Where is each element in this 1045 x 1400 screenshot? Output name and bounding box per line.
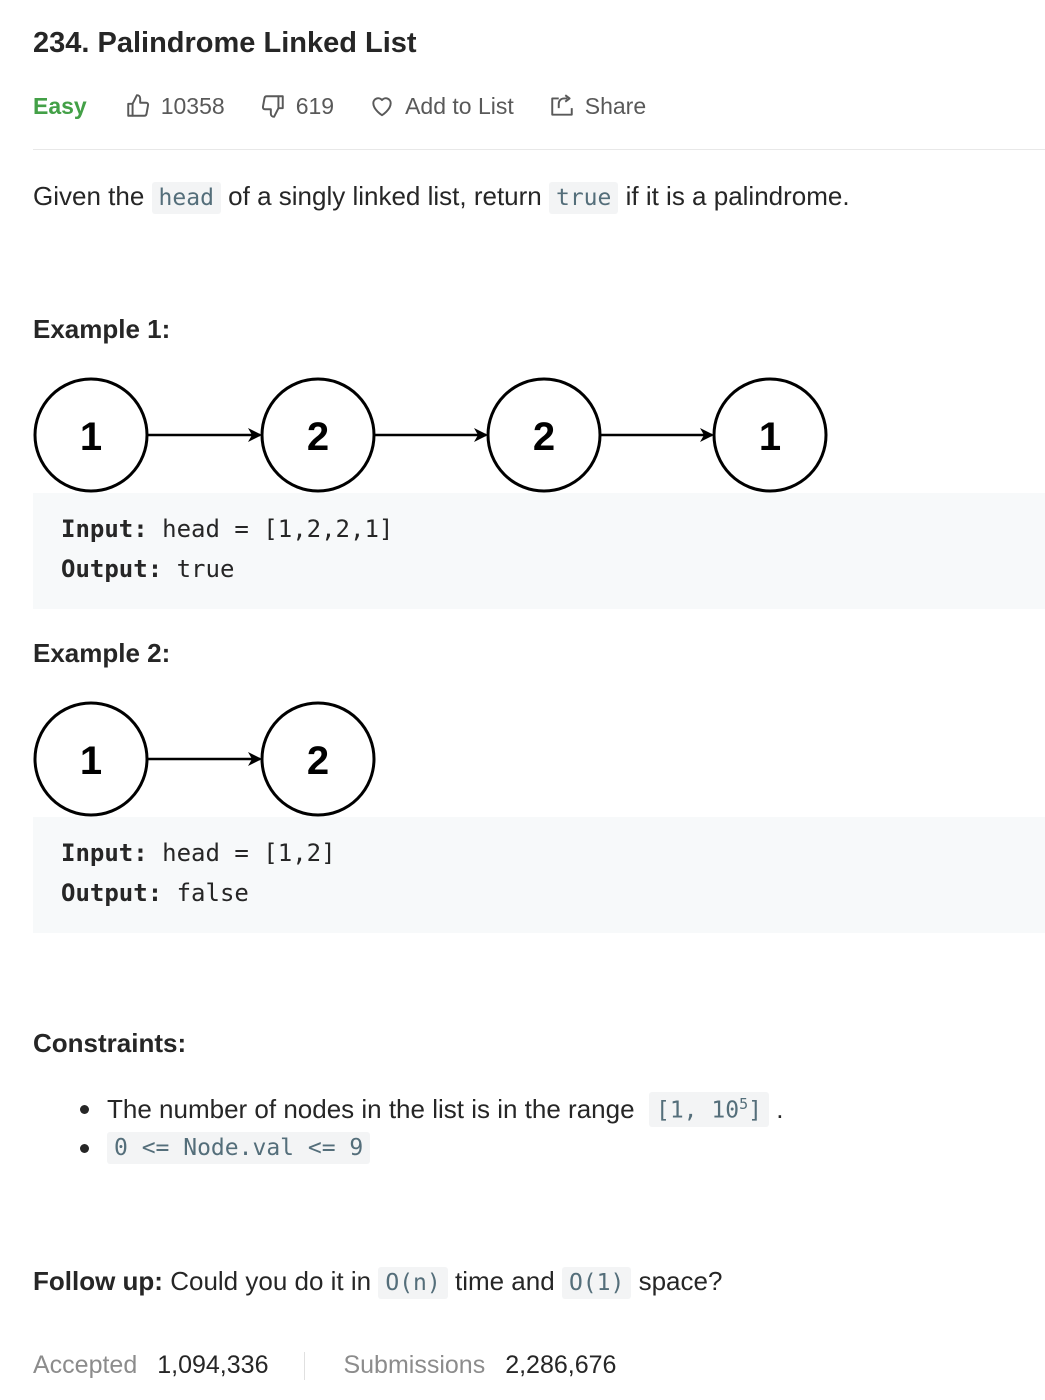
stats-divider — [304, 1351, 306, 1380]
example-1-output-line: Output: true — [61, 555, 235, 583]
problem-title: 234. Palindrome Linked List — [33, 27, 417, 59]
add-to-list-label: Add to List — [405, 92, 514, 119]
node-value: 1 — [80, 739, 102, 783]
submissions-label: Submissions — [343, 1351, 486, 1379]
constraints-heading: Constraints: — [33, 1028, 187, 1058]
example-1-heading: Example 1: — [33, 314, 171, 344]
example-1-linked-list-diagram: 1 2 2 1 — [33, 377, 828, 493]
share-button[interactable]: Share — [549, 93, 646, 120]
bullet-icon — [80, 1143, 89, 1153]
list-node: 2 — [260, 377, 376, 493]
dislike-count: 619 — [295, 92, 335, 119]
like-count: 10358 — [160, 92, 225, 119]
list-node: 1 — [33, 701, 149, 817]
list-node: 1 — [33, 377, 149, 493]
list-item: The number of nodes in the list is in th… — [80, 1092, 783, 1127]
list-node: 2 — [260, 701, 376, 817]
problem-description: Given the head of a singly linked list, … — [33, 181, 850, 214]
node-value: 1 — [80, 415, 102, 459]
example-1-input-line: Input: head = [1,2,2,1] — [61, 515, 394, 543]
like-button[interactable]: 10358 — [125, 93, 225, 120]
submissions-value: 2,286,676 — [505, 1351, 617, 1379]
inline-code-node-val: 0 <= Node.val <= 9 — [107, 1132, 371, 1164]
example-2-input-line: Input: head = [1,2] — [61, 839, 336, 867]
example-1-code-block: Input: head = [1,2,2,1] Output: true — [33, 493, 1045, 609]
thumbs-down-icon — [261, 95, 284, 118]
heart-icon — [372, 97, 392, 117]
share-icon — [551, 94, 573, 116]
inline-code-on: O(n) — [378, 1267, 448, 1299]
accepted-value: 1,094,336 — [157, 1351, 269, 1379]
accepted-label: Accepted — [33, 1351, 138, 1379]
dislike-button[interactable]: 619 — [260, 93, 334, 120]
node-value: 2 — [307, 739, 329, 783]
inline-code-head: head — [151, 182, 221, 214]
node-value: 2 — [533, 415, 555, 459]
list-item: 0 <= Node.val <= 9 — [80, 1132, 371, 1164]
add-to-list-button[interactable]: Add to List — [369, 93, 514, 120]
inline-code-o1: O(1) — [561, 1267, 632, 1299]
difficulty-badge: Easy — [33, 92, 87, 119]
list-node: 1 — [712, 377, 828, 493]
example-2-linked-list-diagram: 1 2 — [33, 701, 376, 817]
problem-meta-bar: Easy 10358 619 Add to List Share — [33, 88, 681, 124]
inline-code-true: true — [548, 182, 619, 214]
follow-up-label: Follow up: — [33, 1266, 163, 1296]
follow-up: Follow up: Could you do it in O(n) time … — [33, 1266, 722, 1299]
example-2-output-line: Output: false — [61, 879, 249, 907]
inline-code-range: [1, 105] — [648, 1092, 769, 1127]
bullet-icon — [80, 1104, 89, 1114]
node-value: 1 — [759, 415, 781, 459]
header-divider — [33, 149, 1045, 150]
submission-stats: Accepted 1,094,336 Submissions 2,286,676 — [33, 1351, 616, 1380]
example-2-code-block: Input: head = [1,2] Output: false — [33, 817, 1045, 933]
share-label: Share — [584, 92, 647, 119]
example-2-heading: Example 2: — [33, 638, 171, 668]
list-node: 2 — [486, 377, 602, 493]
node-value: 2 — [307, 415, 329, 459]
thumbs-up-icon — [126, 94, 149, 117]
